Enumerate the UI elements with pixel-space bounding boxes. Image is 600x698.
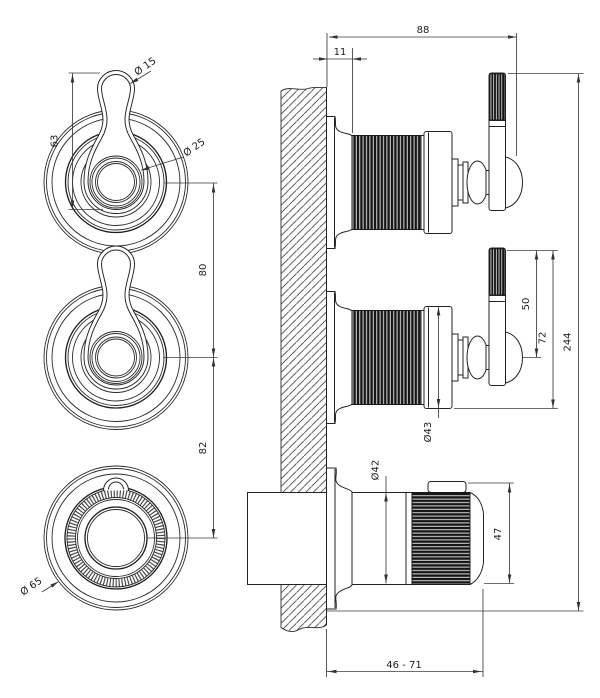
dim-total-height: 244 <box>563 332 574 351</box>
dim-lever-length: 63 <box>50 135 61 148</box>
valve-body-outline <box>247 492 327 585</box>
dim-plate-offset: 11 <box>334 47 347 58</box>
side-handle-top <box>326 72 523 249</box>
side-view <box>326 72 523 610</box>
dim-lever-height: 72 <box>538 332 549 345</box>
dim-total-depth: 88 <box>417 25 430 36</box>
valve-body-cutout <box>247 492 327 585</box>
front-view <box>43 73 189 611</box>
side-knob-bottom <box>326 467 484 610</box>
dim-collar-diameter: Ø43 <box>422 422 434 443</box>
front-lever-top <box>86 73 146 212</box>
knob-index-tab <box>103 477 129 491</box>
front-handle-top <box>43 73 189 255</box>
dim-installation-depth: 46 - 71 <box>386 660 421 671</box>
dim-spacing-lower: 82 <box>198 442 209 455</box>
wall-section <box>247 86 327 632</box>
front-lever-middle <box>86 248 146 387</box>
dim-hub-diameter: Ø 25 <box>181 136 207 159</box>
dim-lever-to-center: 50 <box>521 298 532 311</box>
dim-knob-depth: 47 <box>493 528 504 541</box>
side-handle-middle <box>326 247 523 424</box>
dim-spacing-upper: 80 <box>198 264 209 277</box>
dim-knob-diameter: Ø 65 <box>18 575 44 598</box>
dim-neck-diameter: Ø42 <box>370 460 382 481</box>
front-handle-middle <box>43 248 189 431</box>
